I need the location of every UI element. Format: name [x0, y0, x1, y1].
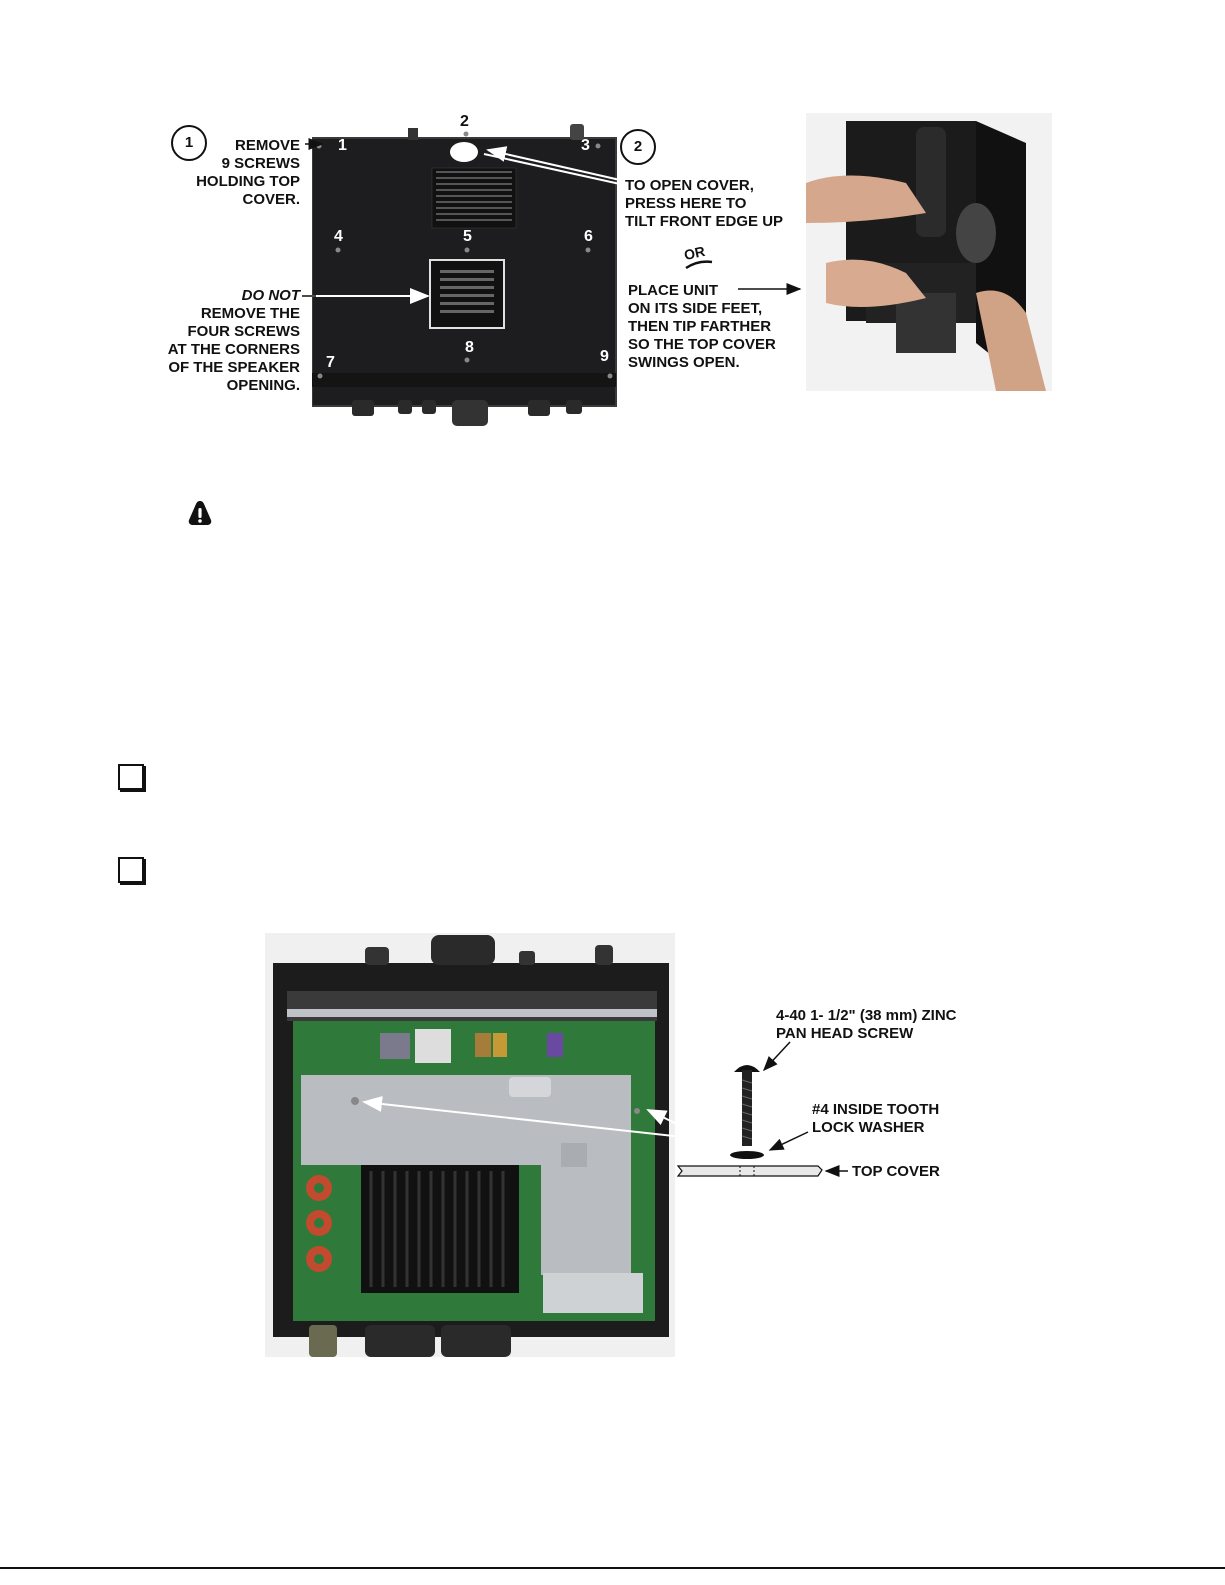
radio-side-open-drawing: [806, 121, 1046, 391]
warning-icon: [186, 499, 214, 532]
step-2-circle: 2: [620, 129, 656, 165]
screw-number-3: 3: [581, 137, 590, 154]
page-bottom-rule: [0, 1567, 1225, 1569]
screw-caption: 4-40 1- 1/2" (38 mm) ZINC PAN HEAD SCREW: [776, 1007, 957, 1042]
place-unit-caption: PLACE UNIT ON ITS SIDE FEET, THEN TIP FA…: [628, 282, 776, 371]
figure-top-cover-removal: 1 REMOVE 9 SCREWS HOLDING TOP COVER. DO …: [0, 0, 1225, 440]
radio-internal-drawing: [273, 935, 669, 1357]
radio-top-view-photo: 1 2 3 4 5 6 7 8 9: [311, 113, 624, 426]
screw-number-2: 2: [460, 113, 469, 130]
or-underline: [685, 260, 713, 270]
radio-side-open-photo: [806, 113, 1052, 391]
do-not-caption: DO NOT REMOVE THE FOUR SCREWS AT THE COR…: [167, 287, 300, 394]
step-1-circle: 1: [171, 125, 207, 161]
lock-washer-drawing: [730, 1151, 764, 1159]
washer-caption: #4 INSIDE TOOTH LOCK WASHER: [812, 1101, 940, 1136]
screw-number-6: 6: [584, 228, 593, 245]
top-cover-section-drawing: [676, 1165, 823, 1177]
step-checkbox-1[interactable]: [118, 764, 144, 790]
top-cover-caption: TOP COVER: [852, 1163, 940, 1180]
screw-number-9: 9: [600, 348, 609, 365]
step-1-caption: REMOVE 9 SCREWS HOLDING TOP COVER.: [196, 137, 300, 208]
radio-top-view-drawing: [311, 124, 617, 426]
screw-number-8: 8: [465, 339, 474, 356]
figure-internal-view: [265, 933, 675, 1357]
screw-number-1: 1: [338, 137, 347, 154]
screw-number-7: 7: [326, 354, 335, 371]
figure1-arrows: [302, 138, 802, 304]
pan-head-screw-drawing: [734, 1065, 760, 1146]
do-not-emphasis: DO NOT: [241, 287, 300, 304]
screw-number-5: 5: [463, 228, 472, 245]
step-2-caption: TO OPEN COVER, PRESS HERE TO TILT FRONT …: [625, 177, 784, 230]
screw-number-4: 4: [334, 228, 343, 245]
step-checkbox-2[interactable]: [118, 857, 144, 883]
